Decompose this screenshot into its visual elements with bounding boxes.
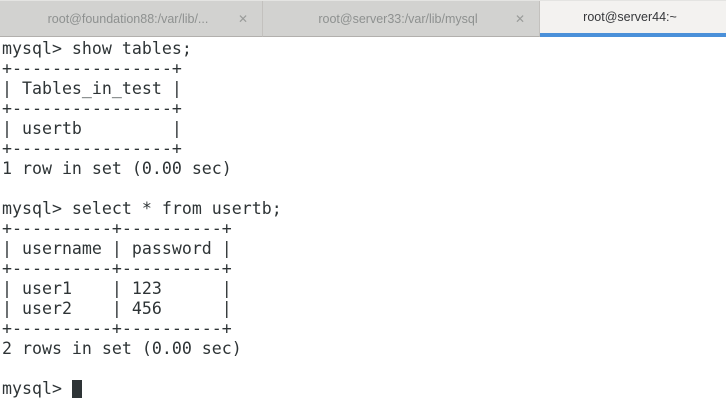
terminal-line: +----------+----------+ bbox=[2, 259, 232, 278]
terminal-line: mysql> show tables; bbox=[2, 39, 192, 58]
terminal-line: +----------+----------+ bbox=[2, 219, 232, 238]
tab-root-server33[interactable]: root@server33:/var/lib/mysql ✕ bbox=[263, 1, 540, 37]
terminal-viewport[interactable]: mysql> show tables;+----------------+| T… bbox=[0, 37, 726, 412]
mysql-prompt: mysql> bbox=[2, 379, 72, 398]
tab-label: root@foundation88:/var/lib/... bbox=[47, 11, 209, 26]
tab-root-server44[interactable]: root@server44:~ bbox=[540, 1, 726, 37]
prompt-line: mysql> bbox=[2, 379, 726, 399]
terminal-line: | user2 | 456 | bbox=[2, 299, 232, 318]
terminal-line: +----------------+ bbox=[2, 139, 182, 158]
terminal-line bbox=[2, 179, 726, 199]
terminal-line: mysql> select * from usertb; bbox=[2, 199, 282, 218]
terminal-line bbox=[2, 359, 726, 379]
terminal-line: | usertb | bbox=[2, 119, 182, 138]
terminal-line: | Tables_in_test | bbox=[2, 79, 182, 98]
close-icon[interactable]: ✕ bbox=[237, 11, 249, 26]
terminal-line: +----------+----------+ bbox=[2, 319, 232, 338]
tab-root-foundation88[interactable]: root@foundation88:/var/lib/... ✕ bbox=[0, 1, 263, 37]
tab-label: root@server44:~ bbox=[583, 10, 677, 24]
terminal-line: +----------------+ bbox=[2, 99, 182, 118]
terminal-line: | username | password | bbox=[2, 239, 232, 258]
terminal-line: | user1 | 123 | bbox=[2, 279, 232, 298]
close-icon[interactable]: ✕ bbox=[514, 11, 526, 26]
tab-bar: root@foundation88:/var/lib/... ✕ root@se… bbox=[0, 0, 726, 37]
terminal-line: 2 rows in set (0.00 sec) bbox=[2, 339, 242, 358]
terminal-cursor bbox=[71, 380, 82, 398]
terminal-lines: mysql> show tables;+----------------+| T… bbox=[2, 39, 726, 379]
terminal-line: +----------------+ bbox=[2, 59, 182, 78]
tab-label: root@server33:/var/lib/mysql bbox=[318, 11, 478, 26]
terminal-line: 1 row in set (0.00 sec) bbox=[2, 159, 232, 178]
